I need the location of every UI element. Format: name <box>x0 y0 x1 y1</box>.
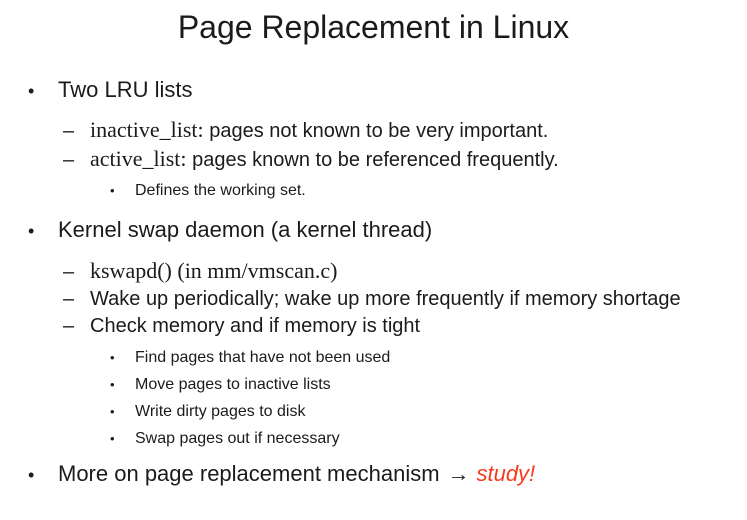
code-text: kswapd() (in mm/vmscan.c) <box>90 258 338 283</box>
item-text: Write dirty pages to disk <box>135 403 306 420</box>
item-text: Move pages to inactive lists <box>135 376 331 393</box>
bullet-icon: • <box>110 350 115 365</box>
bullet-item-more-on-replacement: • More on page replacement mechanism →stu… <box>0 461 747 488</box>
item-text-wrap: Write dirty pages to disk <box>135 398 747 425</box>
item-text: Check memory and if memory is tight <box>90 315 421 337</box>
dash-icon: – <box>63 120 75 142</box>
sub-item-kswapd: – kswapd() (in mm/vmscan.c) <box>0 257 747 286</box>
bullet-item-kernel-swap-daemon: • Kernel swap daemon (a kernel thread) <box>0 217 747 244</box>
item-text: Kernel swap daemon (a kernel thread) <box>58 217 433 242</box>
dash-icon: – <box>63 315 75 337</box>
item-text: Find pages that have not been used <box>135 349 391 366</box>
item-text-wrap: More on page replacement mechanism →study… <box>58 461 747 487</box>
page-title: Page Replacement in Linux <box>177 9 570 45</box>
bullet-icon: • <box>28 221 35 241</box>
right-arrow-icon: → <box>447 461 470 486</box>
code-text: active_list: <box>90 146 187 171</box>
item-text-wrap: Defines the working set. <box>135 177 747 204</box>
item-text-wrap: Move pages to inactive lists <box>135 371 747 398</box>
bullet-icon: • <box>110 431 115 446</box>
item-text-wrap: kswapd() (in mm/vmscan.c) <box>90 257 747 286</box>
item-text: Defines the working set. <box>135 182 306 199</box>
item-text: More on page replacement mechanism <box>58 461 440 486</box>
item-text: Wake up periodically; wake up more frequ… <box>90 288 681 310</box>
bullet-icon: • <box>28 465 35 485</box>
code-text: inactive_list: <box>90 117 204 142</box>
item-text-wrap: Find pages that have not been used <box>135 344 747 371</box>
item-text-wrap: Check memory and if memory is tight <box>90 313 747 340</box>
bullet-item-two-lru-lists: • Two LRU lists <box>0 77 747 104</box>
sub-sub-item-defines-working-set: • Defines the working set. <box>0 177 747 204</box>
sub-sub-item-find-pages: • Find pages that have not been used <box>0 344 747 371</box>
item-text: pages known to be referenced frequently. <box>192 149 559 171</box>
sub-sub-item-swap-pages-out: • Swap pages out if necessary <box>0 425 747 452</box>
item-text: Two LRU lists <box>58 77 193 102</box>
item-text-wrap: Two LRU lists <box>58 77 747 103</box>
item-text: Swap pages out if necessary <box>135 430 340 447</box>
bullet-icon: • <box>110 377 115 392</box>
sub-item-active-list: – active_list:pages known to be referenc… <box>0 145 747 174</box>
item-text-wrap: active_list:pages known to be referenced… <box>90 145 747 174</box>
sub-item-wake-up: – Wake up periodically; wake up more fre… <box>0 286 747 313</box>
dash-icon: – <box>63 261 75 283</box>
item-text-wrap: Wake up periodically; wake up more frequ… <box>90 286 747 313</box>
bullet-icon: • <box>28 81 35 101</box>
sub-sub-item-write-dirty-pages: • Write dirty pages to disk <box>0 398 747 425</box>
item-text-wrap: inactive_list:pages not known to be very… <box>90 116 747 145</box>
item-text-wrap: Swap pages out if necessary <box>135 425 747 452</box>
dash-icon: – <box>63 149 75 171</box>
sub-item-check-memory: – Check memory and if memory is tight <box>0 313 747 340</box>
bullet-icon: • <box>110 183 115 198</box>
item-text: pages not known to be very important. <box>209 120 549 142</box>
bullet-icon: • <box>110 404 115 419</box>
item-text-wrap: Kernel swap daemon (a kernel thread) <box>58 217 747 243</box>
sub-item-inactive-list: – inactive_list:pages not known to be ve… <box>0 116 747 145</box>
sub-sub-item-move-pages: • Move pages to inactive lists <box>0 371 747 398</box>
study-emphasis: study! <box>476 461 536 486</box>
dash-icon: – <box>63 288 75 310</box>
